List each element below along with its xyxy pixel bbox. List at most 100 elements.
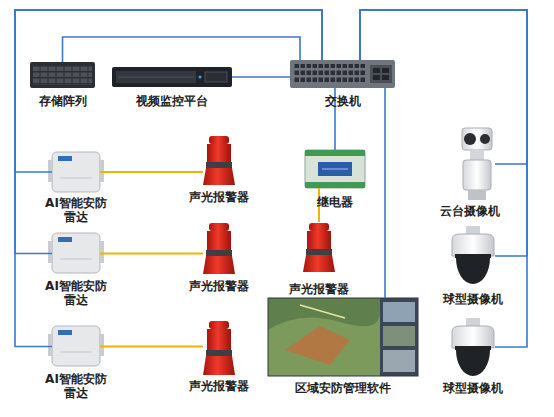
software-screenshot: [300, 305, 345, 318]
radar-icon: [60, 352, 92, 353]
switch-icon: [382, 68, 389, 73]
device-node: 球型摄像机: [450, 226, 495, 286]
video-platform-icon: [112, 67, 232, 87]
alarm-icon: [209, 321, 229, 329]
radar-icon: [48, 326, 104, 366]
device-label: 球型摄像机: [433, 381, 513, 395]
network-cable: [15, 10, 322, 347]
device-node: 继电器: [305, 150, 365, 188]
device-node: 声光报警器: [203, 222, 235, 274]
device-label: 存储阵列: [23, 94, 103, 108]
device-node: 存储阵列: [30, 62, 95, 88]
device-node: 云台摄像机: [445, 128, 495, 200]
dome-camera-icon: [456, 350, 490, 376]
software-screenshot: [383, 326, 415, 346]
radar-icon: [48, 152, 104, 192]
alarm-icon: [203, 321, 235, 375]
alarm-icon: [203, 223, 235, 274]
device-label: 交换机: [303, 94, 383, 108]
storage-array-icon: [33, 65, 92, 85]
radar-icon: [48, 241, 53, 263]
alarm-icon: [306, 249, 332, 255]
alarm-icon: [206, 350, 232, 356]
device-node: 交换机: [290, 60, 395, 88]
ptz-camera-icon: [464, 133, 476, 145]
radar-icon: [52, 233, 100, 273]
software-screenshot: [383, 350, 415, 372]
device-node: AI智能安防 雷达: [52, 150, 100, 194]
device-node: AI智能安防 雷达: [52, 325, 100, 368]
storage-array-icon: [30, 62, 95, 88]
radar-icon: [52, 326, 100, 366]
alarm-icon: [209, 136, 229, 144]
ptz-camera-icon: [470, 150, 484, 160]
video-platform-icon: [205, 72, 227, 82]
ptz-camera-icon: [462, 128, 492, 200]
software-screenshot: [268, 298, 418, 376]
device-label: 球型摄像机: [433, 292, 513, 306]
device-label: AI智能安防 雷达: [40, 196, 112, 224]
ptz-camera-icon: [480, 134, 490, 144]
device-node: 声光报警器: [203, 320, 235, 375]
device-label: 区域安防管理软件: [268, 381, 418, 395]
network-cable: [360, 10, 527, 347]
network-cable: [360, 10, 527, 164]
relay-icon: [318, 162, 352, 176]
dome-camera-icon: [456, 258, 490, 284]
device-label: 声光报警器: [179, 279, 259, 293]
network-cable: [360, 10, 527, 256]
dome-camera-icon: [455, 346, 491, 350]
dome-camera-icon: [452, 226, 494, 284]
alarm-icon: [303, 255, 335, 272]
software-screenshot: [380, 298, 418, 376]
ptz-camera-icon: [468, 190, 486, 200]
radar-icon: [99, 241, 104, 263]
device-node: AI智能安防 雷达: [52, 232, 100, 275]
switch-icon: [294, 64, 366, 84]
network-cable: [384, 88, 386, 298]
device-label: 视频监控平台: [112, 94, 232, 108]
radar-icon: [58, 237, 72, 242]
alarm-icon: [203, 168, 235, 185]
device-label: 声光报警器: [179, 379, 259, 393]
network-cable: [232, 76, 290, 78]
alarm-icon: [207, 231, 231, 250]
alarm-icon: [309, 223, 329, 231]
device-label: AI智能安防 雷达: [40, 372, 112, 400]
software-screenshot: [268, 298, 418, 376]
device-node: 区域安防管理软件: [268, 298, 418, 376]
relay-icon: [305, 150, 365, 188]
dome-camera-icon: [452, 318, 494, 376]
alarm-icon: [206, 250, 232, 256]
software-screenshot: [268, 312, 380, 376]
alarm-wire: [100, 253, 203, 255]
video-platform-icon: [116, 71, 196, 83]
ptz-camera-icon: [462, 128, 492, 150]
switch-icon: [373, 75, 380, 80]
device-node: 球型摄像机: [450, 318, 495, 376]
software-screenshot: [285, 326, 350, 365]
device-label: AI智能安防 雷达: [40, 279, 112, 307]
alarm-icon: [307, 231, 331, 249]
alarm-icon: [206, 162, 232, 168]
switch-icon: [373, 68, 380, 73]
alarm-icon: [203, 256, 235, 274]
device-label: 声光报警器: [279, 282, 359, 296]
alarm-icon: [203, 356, 235, 375]
dome-camera-icon: [466, 226, 480, 234]
network-cable: [63, 37, 301, 62]
switch-icon: [370, 65, 392, 83]
alarm-icon: [209, 223, 229, 231]
alarm-wire: [100, 171, 203, 173]
device-node: 视频监控平台: [112, 67, 232, 87]
alarm-icon: [203, 136, 235, 185]
radar-icon: [58, 156, 72, 161]
dome-camera-icon: [452, 234, 494, 256]
radar-icon: [48, 334, 53, 356]
dome-camera-icon: [452, 326, 494, 348]
network-cable: [15, 10, 322, 172]
dome-camera-icon: [455, 254, 491, 258]
radar-icon: [60, 259, 92, 260]
device-node: 声光报警器: [303, 222, 335, 272]
